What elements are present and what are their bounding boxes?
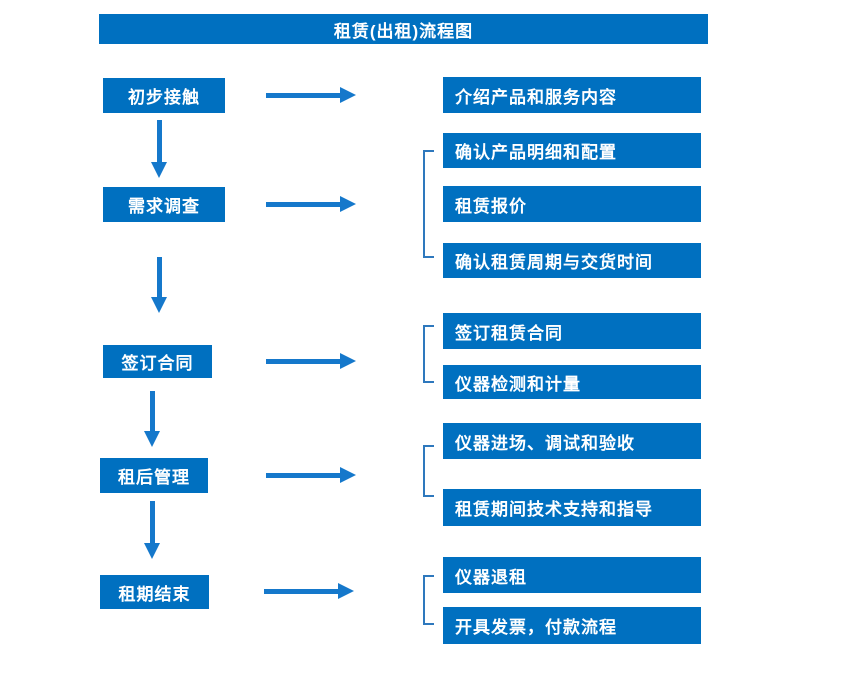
arrow-right-icon xyxy=(266,196,356,212)
arrow-down-icon xyxy=(144,391,160,447)
arrow-head xyxy=(144,431,160,447)
arrow-right-icon xyxy=(266,467,356,483)
step-box-initial-contact: 初步接触 xyxy=(103,78,225,113)
arrow-right-icon xyxy=(264,583,354,599)
arrow-down-icon xyxy=(144,501,160,559)
arrow-shaft xyxy=(156,257,162,297)
arrow-down-icon xyxy=(151,120,167,178)
arrow-shaft xyxy=(156,120,162,162)
detail-box-invoice-payment: 开具发票，付款流程 xyxy=(443,607,701,644)
arrow-head xyxy=(340,196,356,212)
step-box-rental-end: 租期结束 xyxy=(100,575,209,609)
arrow-head xyxy=(340,87,356,103)
detail-box-instrument-return: 仪器退租 xyxy=(443,557,701,593)
bracket-connector xyxy=(423,150,434,258)
flowchart-title: 租赁(出租)流程图 xyxy=(99,14,708,44)
bracket-connector xyxy=(423,445,434,497)
bracket-connector xyxy=(423,575,434,625)
arrow-head xyxy=(151,162,167,178)
step-box-sign-contract: 签订合同 xyxy=(103,345,212,378)
detail-box-instrument-setup: 仪器进场、调试和验收 xyxy=(443,423,701,459)
arrow-shaft xyxy=(149,501,155,543)
arrow-head xyxy=(144,543,160,559)
detail-box-confirm-product-spec: 确认产品明细和配置 xyxy=(443,133,701,168)
bracket-connector xyxy=(423,325,434,383)
arrow-head xyxy=(338,583,354,599)
arrow-head xyxy=(340,467,356,483)
arrow-shaft xyxy=(266,472,340,478)
detail-box-tech-support: 租赁期间技术支持和指导 xyxy=(443,489,701,526)
arrow-shaft xyxy=(264,588,338,594)
detail-box-confirm-period: 确认租赁周期与交货时间 xyxy=(443,243,701,278)
detail-box-sign-rental-contract: 签订租赁合同 xyxy=(443,313,701,349)
arrow-right-icon xyxy=(266,353,356,369)
arrow-shaft xyxy=(266,92,340,98)
arrow-head xyxy=(340,353,356,369)
arrow-shaft xyxy=(266,358,340,364)
detail-box-introduce-products: 介绍产品和服务内容 xyxy=(443,77,701,113)
step-box-demand-survey: 需求调查 xyxy=(103,187,225,222)
step-box-post-rental-mgmt: 租后管理 xyxy=(100,458,208,493)
arrow-shaft xyxy=(149,391,155,431)
detail-box-rental-quote: 租赁报价 xyxy=(443,186,701,222)
detail-box-instrument-testing: 仪器检测和计量 xyxy=(443,365,701,399)
arrow-down-icon xyxy=(151,257,167,313)
arrow-shaft xyxy=(266,201,340,207)
arrow-right-icon xyxy=(266,87,356,103)
arrow-head xyxy=(151,297,167,313)
